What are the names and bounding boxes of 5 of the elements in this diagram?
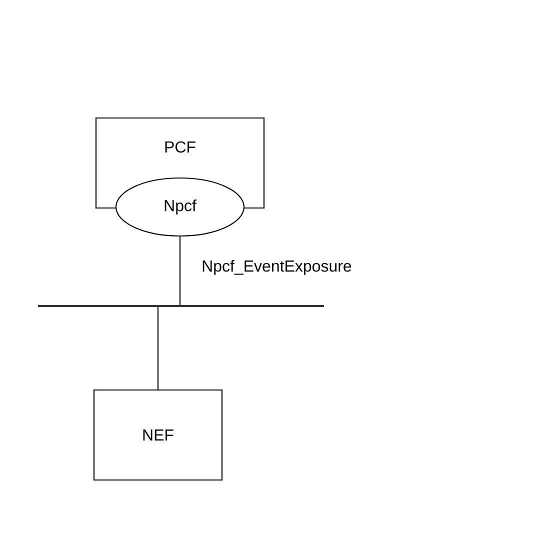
bus-line (38, 305, 324, 307)
connector-line (157, 306, 159, 390)
connector-line (179, 236, 181, 306)
edge-label: Npcf_EventExposure (200, 259, 353, 276)
component-box: NEF (93, 389, 223, 481)
